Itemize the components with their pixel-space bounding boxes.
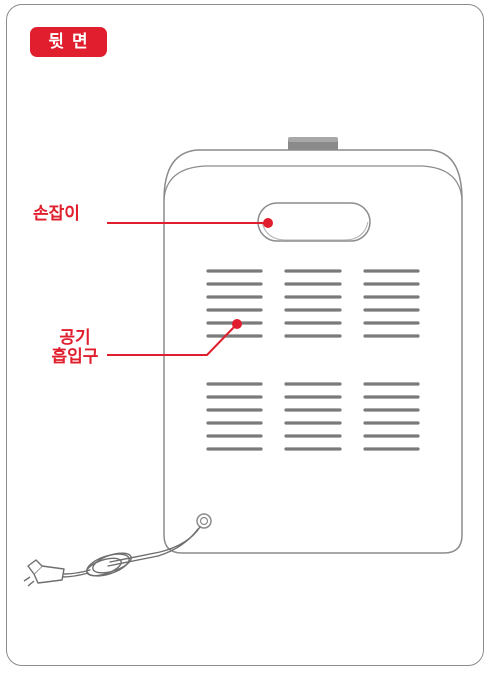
power-cord xyxy=(61,526,201,578)
vent-grille-lower xyxy=(206,382,420,451)
handle-leader xyxy=(107,218,273,228)
air-intake-label-line2: 흡입구 xyxy=(51,347,99,367)
body-shoulder-line xyxy=(163,165,463,201)
cord-port xyxy=(196,513,212,529)
air-intake-leader xyxy=(107,319,242,356)
power-plug xyxy=(23,559,65,587)
page-frame xyxy=(6,4,484,666)
device-body xyxy=(163,149,463,554)
air-intake-label: 공기 흡입구 xyxy=(40,329,110,367)
handle-cutout xyxy=(257,202,371,242)
section-badge: 뒷 면 xyxy=(30,27,107,57)
vent-grille-upper xyxy=(206,269,420,338)
handle-label: 손잡이 xyxy=(33,204,80,224)
air-intake-label-line1: 공기 xyxy=(59,328,91,348)
